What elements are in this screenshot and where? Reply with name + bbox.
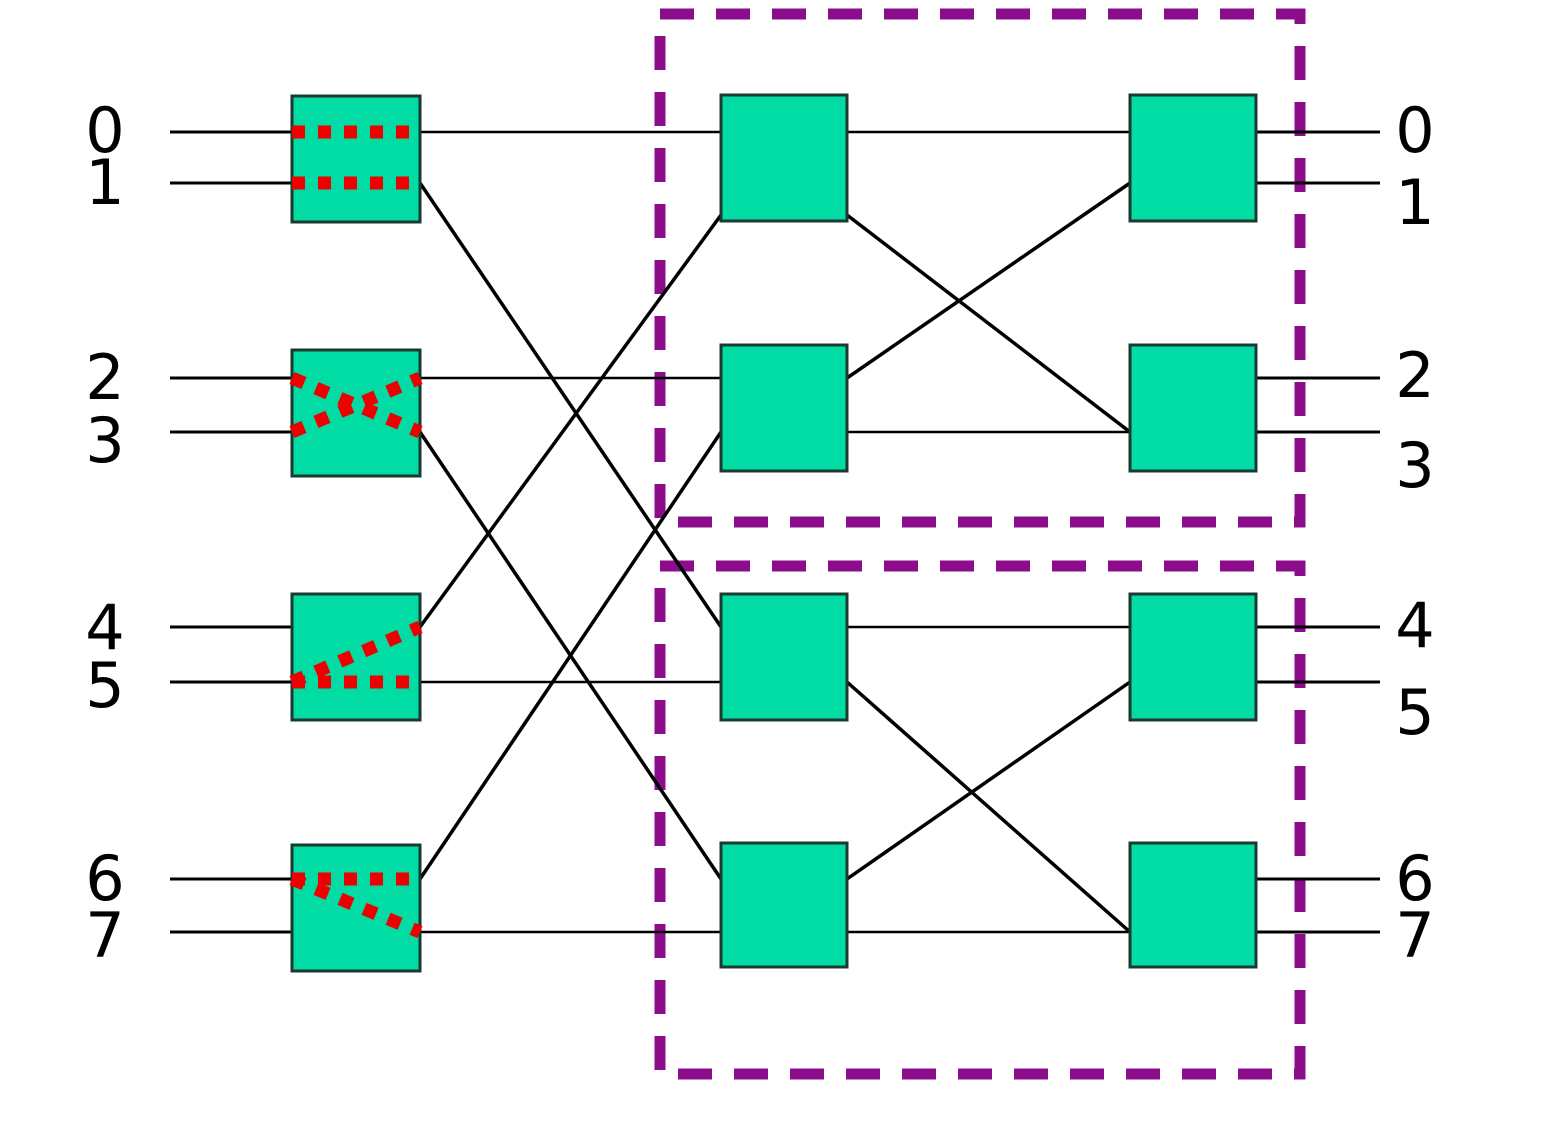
input-port-label-6: 6 xyxy=(85,842,125,915)
output-port-label-0: 0 xyxy=(1395,94,1435,167)
link-s2-s3-2 xyxy=(846,181,1131,380)
input-port-label-7: 7 xyxy=(85,899,125,972)
switch-2-3[interactable] xyxy=(719,841,849,969)
link-s2-s3-6 xyxy=(846,680,1131,881)
link-s1-s2-6 xyxy=(418,431,723,880)
output-port-label-4: 4 xyxy=(1395,589,1435,662)
input-port-label-4: 4 xyxy=(85,591,125,664)
switch-3-0[interactable] xyxy=(1128,93,1258,223)
switch-1-3[interactable] xyxy=(290,843,422,973)
output-port-label-2: 2 xyxy=(1395,339,1435,412)
switch-3-3[interactable] xyxy=(1128,841,1258,969)
output-port-label-5: 5 xyxy=(1395,676,1435,749)
output-port-label-7: 7 xyxy=(1395,899,1435,972)
input-port-label-0: 0 xyxy=(85,94,125,167)
switch-3-2[interactable] xyxy=(1128,592,1258,722)
link-s2-s3-1 xyxy=(845,213,1132,434)
switch-1-1-active-path-0 xyxy=(289,372,423,438)
input-port-label-2: 2 xyxy=(85,341,125,414)
switch-2-0[interactable] xyxy=(719,93,849,223)
link-s1-s2-4 xyxy=(418,213,723,629)
input-port-label-3: 3 xyxy=(85,404,125,477)
output-port-label-3: 3 xyxy=(1395,429,1435,502)
switch-2-1[interactable] xyxy=(719,343,849,473)
switch-1-2[interactable] xyxy=(290,592,422,722)
input-port-label-5: 5 xyxy=(85,649,125,722)
subnetwork-lower xyxy=(654,560,1306,1080)
subnetwork-highlight-layer xyxy=(654,8,1306,1080)
switch-layer xyxy=(290,93,1258,973)
active-path-layer xyxy=(289,125,423,939)
switch-1-2-active-path-0 xyxy=(289,621,423,688)
link-s1-s2-1 xyxy=(418,182,723,628)
switch-1-3-active-path-1 xyxy=(289,872,423,939)
wire-layer xyxy=(170,130,1380,934)
switch-1-0[interactable] xyxy=(290,94,422,224)
output-port-label-1: 1 xyxy=(1395,166,1435,239)
switch-2-2[interactable] xyxy=(719,592,849,722)
output-port-label-6: 6 xyxy=(1395,842,1435,915)
switch-3-1[interactable] xyxy=(1128,343,1258,473)
switch-1-1[interactable] xyxy=(290,348,422,478)
link-s2-s3-5 xyxy=(845,680,1132,934)
subnetwork-upper xyxy=(654,8,1306,528)
input-port-label-1: 1 xyxy=(85,146,125,219)
switch-1-1-active-path-1 xyxy=(289,372,423,438)
